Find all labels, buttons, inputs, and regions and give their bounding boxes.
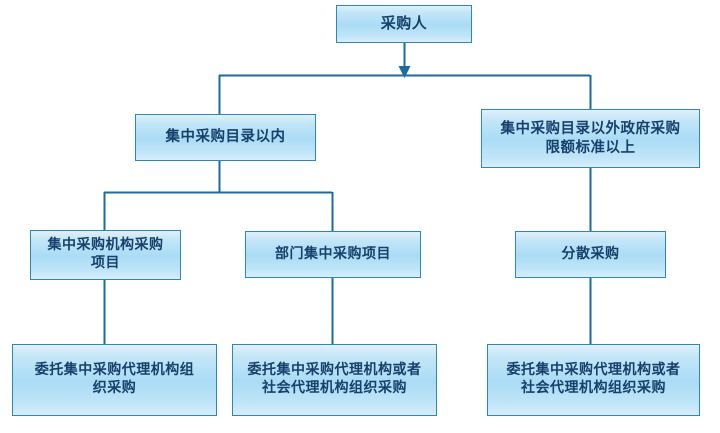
node-within-centralized-catalog[interactable]: 集中采购目录以内 — [135, 114, 316, 161]
arrowhead-root — [398, 66, 411, 78]
node-purchaser[interactable]: 采购人 — [336, 5, 472, 43]
node-outcome-entrust-centralized-agency[interactable]: 委托集中采购代理机构组 织采购 — [12, 344, 217, 416]
node-department-centralized-project[interactable]: 部门集中采购项目 — [245, 231, 421, 278]
node-outcome-entrust-centralized-or-social-agency-right[interactable]: 委托集中采购代理机构或者 社会代理机构组织采购 — [487, 344, 700, 416]
node-outside-catalog-above-threshold[interactable]: 集中采购目录以外政府采购 限额标准以上 — [481, 109, 700, 168]
node-decentralized-procurement[interactable]: 分散采购 — [515, 231, 666, 278]
node-outcome-entrust-centralized-or-social-agency-middle[interactable]: 委托集中采购代理机构或者 社会代理机构组织采购 — [232, 344, 437, 416]
node-centralized-agency-project[interactable]: 集中采购机构采购 项目 — [30, 230, 181, 280]
